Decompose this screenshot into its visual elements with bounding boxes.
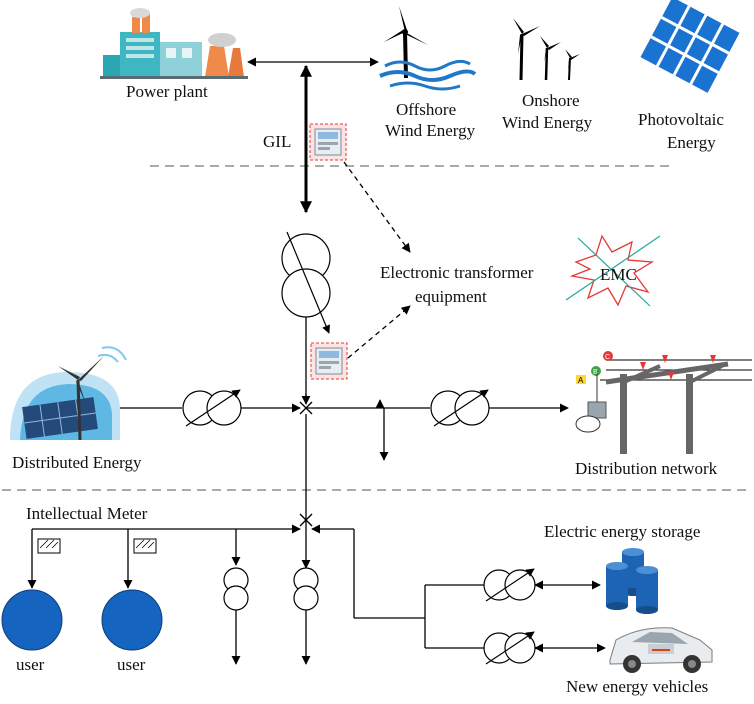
meter-icon xyxy=(37,538,61,554)
meter-icon xyxy=(310,342,348,380)
solar-panel-icon xyxy=(640,0,740,93)
photovoltaic-label-1: Photovoltaic xyxy=(638,110,724,129)
phase-tag-a: A xyxy=(578,376,584,385)
transformer-symbol xyxy=(430,389,490,427)
distributed-energy-label: Distributed Energy xyxy=(12,453,142,472)
sea-waves-icon xyxy=(379,59,477,91)
intellectual-meter-label: Intellectual Meter xyxy=(26,504,148,523)
phase-tag-c: C xyxy=(605,354,610,361)
distribution-network-label: Distribution network xyxy=(575,459,718,478)
emc-burst-icon xyxy=(565,234,661,307)
user-1-label: user xyxy=(16,655,45,674)
phase-tag-b: B xyxy=(593,369,598,376)
offshore-wind-label-2: Wind Energy xyxy=(385,121,476,140)
meter-to-equipment-arrow xyxy=(347,305,411,359)
transformer-symbol xyxy=(483,568,536,602)
power-plant-label: Power plant xyxy=(126,82,208,101)
photovoltaic-label-2: Energy xyxy=(667,133,716,152)
electric-storage-label: Electric energy storage xyxy=(544,522,700,541)
transformer-symbol xyxy=(182,389,242,427)
meter-icon xyxy=(133,538,157,554)
electronic-transformer-label-1: Electronic transformer xyxy=(380,263,534,282)
wind-turbine-icon xyxy=(384,6,428,79)
battery-icon xyxy=(606,548,658,614)
meter-to-transformer-arrow xyxy=(343,161,411,253)
user-2-label: user xyxy=(117,655,146,674)
user-2-circle xyxy=(101,589,163,651)
wind-turbine-icon xyxy=(513,18,580,81)
meter-icon xyxy=(309,123,347,161)
emc-label: EMC xyxy=(600,265,637,284)
onshore-wind-label-2: Wind Energy xyxy=(502,113,593,132)
electronic-transformer-label-2: equipment xyxy=(415,287,487,306)
new-energy-vehicles-label: New energy vehicles xyxy=(566,677,708,696)
power-pole-icon xyxy=(575,351,752,454)
node-mark xyxy=(299,513,313,527)
transformer-symbol xyxy=(483,631,536,665)
transformer-symbol xyxy=(223,567,249,611)
distributed-energy-icon xyxy=(10,346,127,441)
main-transformer-symbol xyxy=(281,231,331,334)
offshore-wind-label-1: Offshore xyxy=(396,100,456,119)
car-icon xyxy=(609,627,713,673)
gil-label: GIL xyxy=(263,132,291,151)
user-1-circle xyxy=(1,589,63,651)
onshore-wind-label-1: Onshore xyxy=(522,91,580,110)
factory-icon xyxy=(100,8,248,79)
transformer-symbol xyxy=(293,567,319,611)
